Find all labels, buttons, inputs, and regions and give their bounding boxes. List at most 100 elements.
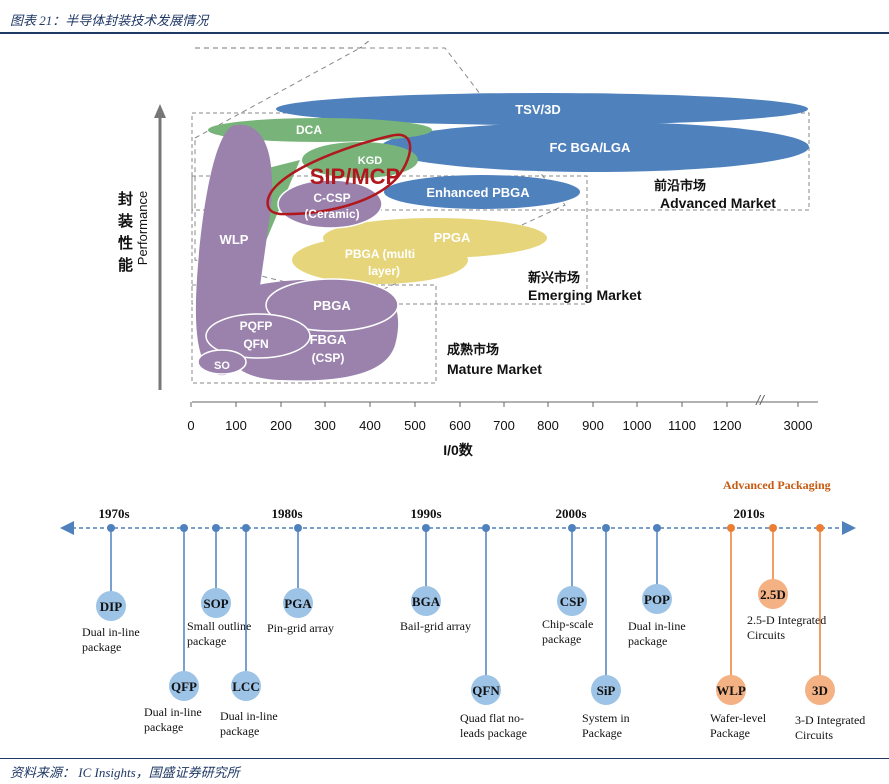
package-bubble [283,588,313,618]
sip-mcp-outline [266,133,412,216]
label-pbga: PBGA [313,298,351,313]
package-description: 2.5-D Integrated [747,613,826,627]
dca-region [208,118,432,142]
package-description: package [82,640,121,654]
axis-break-mark: // [755,392,766,408]
package-abbr: QFN [472,683,500,698]
label-wlp: WLP [220,232,249,247]
decade-label: 1970s [98,506,129,521]
label-tsv-3d: TSV/3D [515,102,561,117]
package-description: Dual in-line [144,705,202,719]
package-description: Circuits [795,728,833,742]
dashed-guide [195,39,371,49]
label-dca: DCA [296,123,322,137]
y-label-cn-char: 性 [118,234,133,252]
y-label-en: Performance [135,191,150,265]
x-tick-label: 300 [314,418,336,433]
label-ceramic: (Ceramic) [304,207,359,221]
package-bubble [169,671,199,701]
package-description: Chip-scale [542,617,593,631]
package-abbr: 2.5D [760,587,786,602]
label-csp: (CSP) [312,351,345,365]
x-tick-label: 500 [404,418,426,433]
package-bubble [231,671,261,701]
package-abbr: BGA [412,594,441,609]
package-bubble [716,675,746,705]
decade-label: 1990s [410,506,441,521]
package-abbr: DIP [100,599,122,614]
package-abbr: SiP [597,683,616,698]
package-abbr: WLP [716,683,746,698]
x-tick-label: 400 [359,418,381,433]
package-description: System in [582,711,630,725]
package-description: package [542,632,581,646]
package-bubble [805,675,835,705]
package-abbr: LCC [232,679,259,694]
label-sip-mcp: SIP/MCP [310,164,400,189]
label-fc-bga: FC BGA/LGA [550,140,631,155]
timeline-arrow-right [842,521,856,535]
kgd-region [302,142,418,178]
package-description: leads package [460,726,527,740]
package-bubble [201,588,231,618]
x-tick-label: 100 [225,418,247,433]
enhanced-pbga-region [384,175,580,209]
package-bubble [557,586,587,616]
label-c-csp: C-CSP [313,191,350,205]
market-advanced-en: Advanced Market [660,195,776,211]
package-description: Pin-grid array [267,621,334,635]
package-description: Package [582,726,622,740]
package-description: Quad flat no- [460,711,524,725]
timeline-node [180,524,188,532]
package-abbr: CSP [560,594,585,609]
x-tick-label: 3000 [784,418,813,433]
package-abbr: 3D [812,683,828,698]
market-mature-cn: 成熟市场 [447,342,499,357]
market-advanced-cn: 前沿市场 [654,178,706,193]
timeline-node [727,524,735,532]
timeline-node [653,524,661,532]
x-tick-label: 800 [537,418,559,433]
pqfp-qfn-region [205,313,311,359]
package-description: package [628,634,667,648]
tsv-3d-region [276,93,808,125]
x-tick-label: 0 [187,418,194,433]
package-description: Bail-grid array [400,619,471,633]
package-description: Dual in-line [628,619,686,633]
package-abbr: SOP [203,596,228,611]
x-tick-label: 600 [449,418,471,433]
x-tick-label: 900 [582,418,604,433]
package-description: Wafer-level [710,711,767,725]
package-description: Circuits [747,628,785,642]
x-axis-label: I/0数 [443,442,474,458]
x-tick-label: 200 [270,418,292,433]
label-kgd: KGD [358,155,383,167]
package-description: package [187,634,226,648]
fc-bga-region [381,122,809,172]
bottom-rule [0,758,889,759]
timeline-node [769,524,777,532]
timeline-arrow-left [60,521,74,535]
package-bubble [758,579,788,609]
label-pbga-layer: layer) [368,264,400,278]
package-abbr: PGA [284,596,312,611]
market-emerging-cn: 新兴市场 [528,270,580,285]
package-description: 3-D Integrated [795,713,865,727]
decade-label: 2000s [555,506,586,521]
timeline-node [422,524,430,532]
y-label-cn-char: 能 [118,256,133,274]
c-csp-region [277,179,383,229]
timeline-node [212,524,220,532]
package-description: Dual in-line [220,709,278,723]
pbga-region [265,278,399,332]
y-label-cn-char: 装 [117,212,134,230]
source-note: 资料来源： IC Insights，国盛证券研究所 [10,765,240,780]
advanced-packaging-header: Advanced Packaging [723,478,831,492]
decade-label: 1980s [271,506,302,521]
timeline-node [242,524,250,532]
package-description: Package [710,726,750,740]
x-tick-label: 1100 [668,418,696,433]
package-description: package [220,724,259,738]
